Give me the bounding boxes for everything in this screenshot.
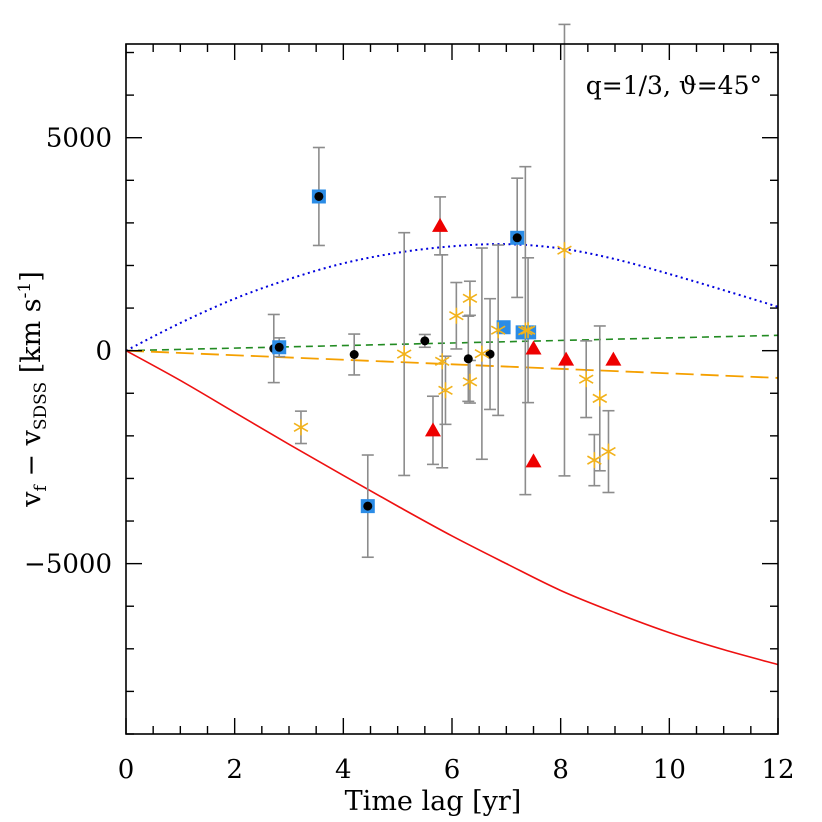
data-point-circle [349,350,359,359]
data-point-triangle [424,422,441,437]
star-stroke [462,377,478,387]
y-tick-label: 0 [95,337,112,367]
star-stroke [438,385,453,395]
axis-ticks [125,44,779,735]
data-point-triangle [432,217,449,232]
y-label-minus-v: − v [16,429,47,485]
data-point-star [557,242,572,259]
data-point-star [396,346,412,363]
data-point-star [462,373,478,390]
star-stroke [520,325,536,335]
data-point-circle [420,336,430,346]
data-point-star [578,371,594,388]
star-stroke [474,348,490,359]
star-stroke [449,311,464,321]
curve-orange-long-dash [125,349,779,379]
y-label-sup: -1 [15,282,35,299]
data-point-star [518,322,533,339]
star-stroke [557,245,572,255]
data-point-star [434,353,450,370]
star-stroke [434,356,450,367]
data-point-star [293,419,309,436]
curve-red-solid [125,349,779,666]
data-point-triangle [558,351,575,366]
data-point-star [438,382,453,399]
y-label-v: v [16,491,47,508]
data-point-star [490,322,506,339]
data-point-square-dot [274,342,284,352]
data-point-circle [463,354,473,364]
data-point-square-dot [512,233,522,243]
star-stroke [293,422,309,433]
data-point-star [592,390,608,407]
y-label-sub-sdss: SDSS [31,382,51,430]
data-point-triangle [525,453,542,468]
error-bars [267,23,615,559]
x-tick-label: 6 [444,755,461,785]
data-markers [269,189,622,514]
data-point-star [449,307,464,324]
data-point-triangle [605,351,622,366]
x-tick-label: 2 [226,755,243,785]
plot-frame [125,43,779,735]
x-tick-label: 0 [118,755,135,785]
y-tick-label: 5000 [46,124,112,154]
y-label-end: ] [16,271,47,282]
star-stroke [578,374,594,384]
x-tick-label: 8 [552,755,569,785]
data-point-triangle [525,340,542,355]
data-point-star [462,290,478,307]
star-stroke [592,393,608,404]
data-point-star [520,322,536,339]
x-tick-label: 10 [653,755,686,785]
star-stroke [396,349,412,359]
y-tick-label: −5000 [24,550,112,580]
data-point-square-dot [363,501,373,511]
annotation: q=1/3, ϑ=45° [586,71,762,100]
curve-green-short-dash [125,334,779,352]
y-label-units: [km s [16,298,47,382]
data-point-star [474,345,490,362]
star-stroke [518,325,533,336]
x-axis-label: Time lag [yr] [345,786,522,817]
data-point-star [601,443,616,460]
data-point-square-dot [314,191,324,201]
y-axis-label: vf − vSDSS [km s-1] [15,271,51,508]
axis-tick-labels: 0 2 4 6 8 10 12 −5000 0 5000 [24,124,795,785]
star-stroke [462,293,478,303]
star-stroke [587,455,602,465]
model-curves [125,243,779,666]
data-point-star [587,452,602,469]
star-stroke [601,446,616,457]
curve-blue-dotted [125,243,779,352]
star-stroke [490,325,506,335]
x-tick-label: 4 [335,755,352,785]
y-label-sub-f: f [31,484,51,492]
x-tick-label: 12 [761,755,794,785]
